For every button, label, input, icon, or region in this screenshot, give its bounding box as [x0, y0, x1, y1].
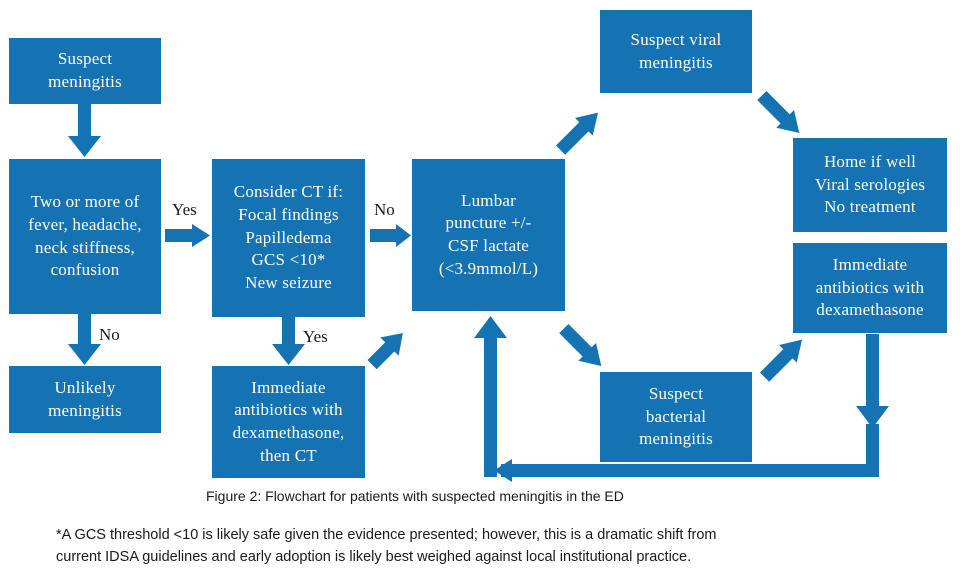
- node-two-or-more-symptoms[interactable]: Two or more of fever, headache, neck sti…: [9, 159, 161, 314]
- arrow-criteria-to-unlikely: [68, 314, 101, 365]
- edge-label-no-criteria-to-unlikely: No: [99, 325, 120, 344]
- arrow-bacterial-to-abxdex: [759, 339, 803, 382]
- figure-footnote: *A GCS threshold <10 is likely safe give…: [56, 524, 916, 569]
- edge-label-no-ct-to-lp: No: [374, 200, 395, 219]
- node-immediate-antibiotics-dexamethasone[interactable]: Immediate antibiotics with dexamethasone: [793, 243, 947, 333]
- arrow-suspect-to-criteria: [68, 103, 101, 157]
- arrow-ct-to-abx: [272, 317, 305, 365]
- edge-label-yes-ct-to-abx: Yes: [303, 327, 328, 346]
- node-suspect-viral-meningitis[interactable]: Suspect viral meningitis: [600, 10, 752, 93]
- arrow-ct-to-lp: [370, 224, 411, 247]
- arrow-criteria-to-ct: [165, 224, 210, 247]
- node-home-if-well[interactable]: Home if well Viral serologies No treatme…: [793, 138, 947, 232]
- node-suspect-meningitis[interactable]: Suspect meningitis: [9, 38, 161, 104]
- arrow-abx-to-lp: [367, 333, 403, 370]
- node-unlikely-meningitis[interactable]: Unlikely meningitis: [9, 366, 161, 433]
- footnote-line-2: current IDSA guidelines and early adopti…: [56, 549, 692, 566]
- arrow-lp-to-viral: [555, 112, 599, 155]
- arrow-abxdex-return-to-lp: [474, 316, 889, 482]
- figure-caption: Figure 2: Flowchart for patients with su…: [206, 488, 624, 504]
- footnote-line-1: *A GCS threshold <10 is likely safe give…: [56, 527, 717, 543]
- node-consider-ct[interactable]: Consider CT if: Focal findings Papillede…: [212, 159, 365, 317]
- arrow-viral-to-home: [757, 90, 800, 134]
- node-suspect-bacterial-meningitis[interactable]: Suspect bacterial meningitis: [600, 372, 752, 462]
- node-immediate-antibiotics-then-ct[interactable]: Immediate antibiotics with dexamethasone…: [212, 366, 365, 478]
- arrow-lp-to-bacterial: [559, 323, 602, 367]
- edge-label-yes-criteria-to-ct: Yes: [172, 200, 197, 219]
- node-lumbar-puncture[interactable]: Lumbar puncture +/- CSF lactate (<3.9mmo…: [412, 159, 565, 311]
